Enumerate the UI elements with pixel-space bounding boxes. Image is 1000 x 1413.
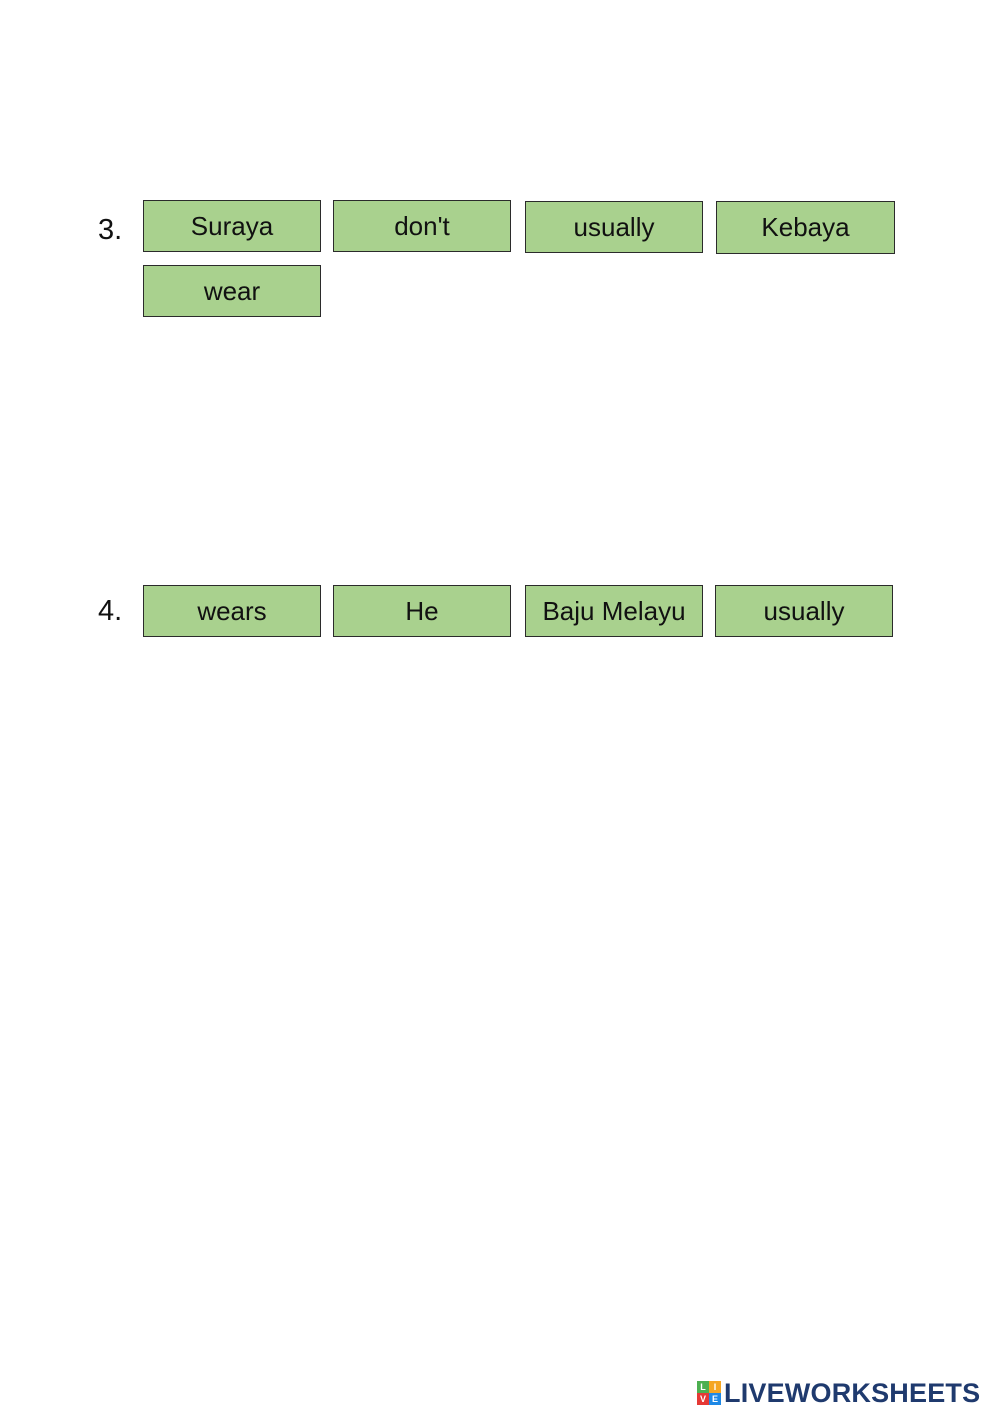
word-tile[interactable]: wears — [143, 585, 321, 637]
logo-mark-icon: L I V E — [697, 1381, 721, 1405]
word-tile[interactable]: He — [333, 585, 511, 637]
word-tile[interactable]: usually — [525, 201, 703, 253]
logo-mark-cell: L — [697, 1381, 709, 1393]
word-tile[interactable]: Baju Melayu — [525, 585, 703, 637]
word-tile[interactable]: usually — [715, 585, 893, 637]
question-number: 3. — [98, 214, 123, 246]
question-number: 4. — [98, 595, 123, 627]
logo-mark-cell: V — [697, 1393, 709, 1405]
logo-text: LIVEWORKSHEETS — [724, 1377, 981, 1408]
word-tile[interactable]: Suraya — [143, 200, 321, 252]
word-tile[interactable]: Kebaya — [716, 201, 895, 254]
logo-mark-cell: E — [709, 1393, 721, 1405]
word-tile[interactable]: don't — [333, 200, 511, 252]
logo-mark-cell: I — [709, 1381, 721, 1393]
word-tile[interactable]: wear — [143, 265, 321, 317]
liveworksheets-logo: L I V E LIVEWORKSHEETS — [697, 1378, 980, 1408]
